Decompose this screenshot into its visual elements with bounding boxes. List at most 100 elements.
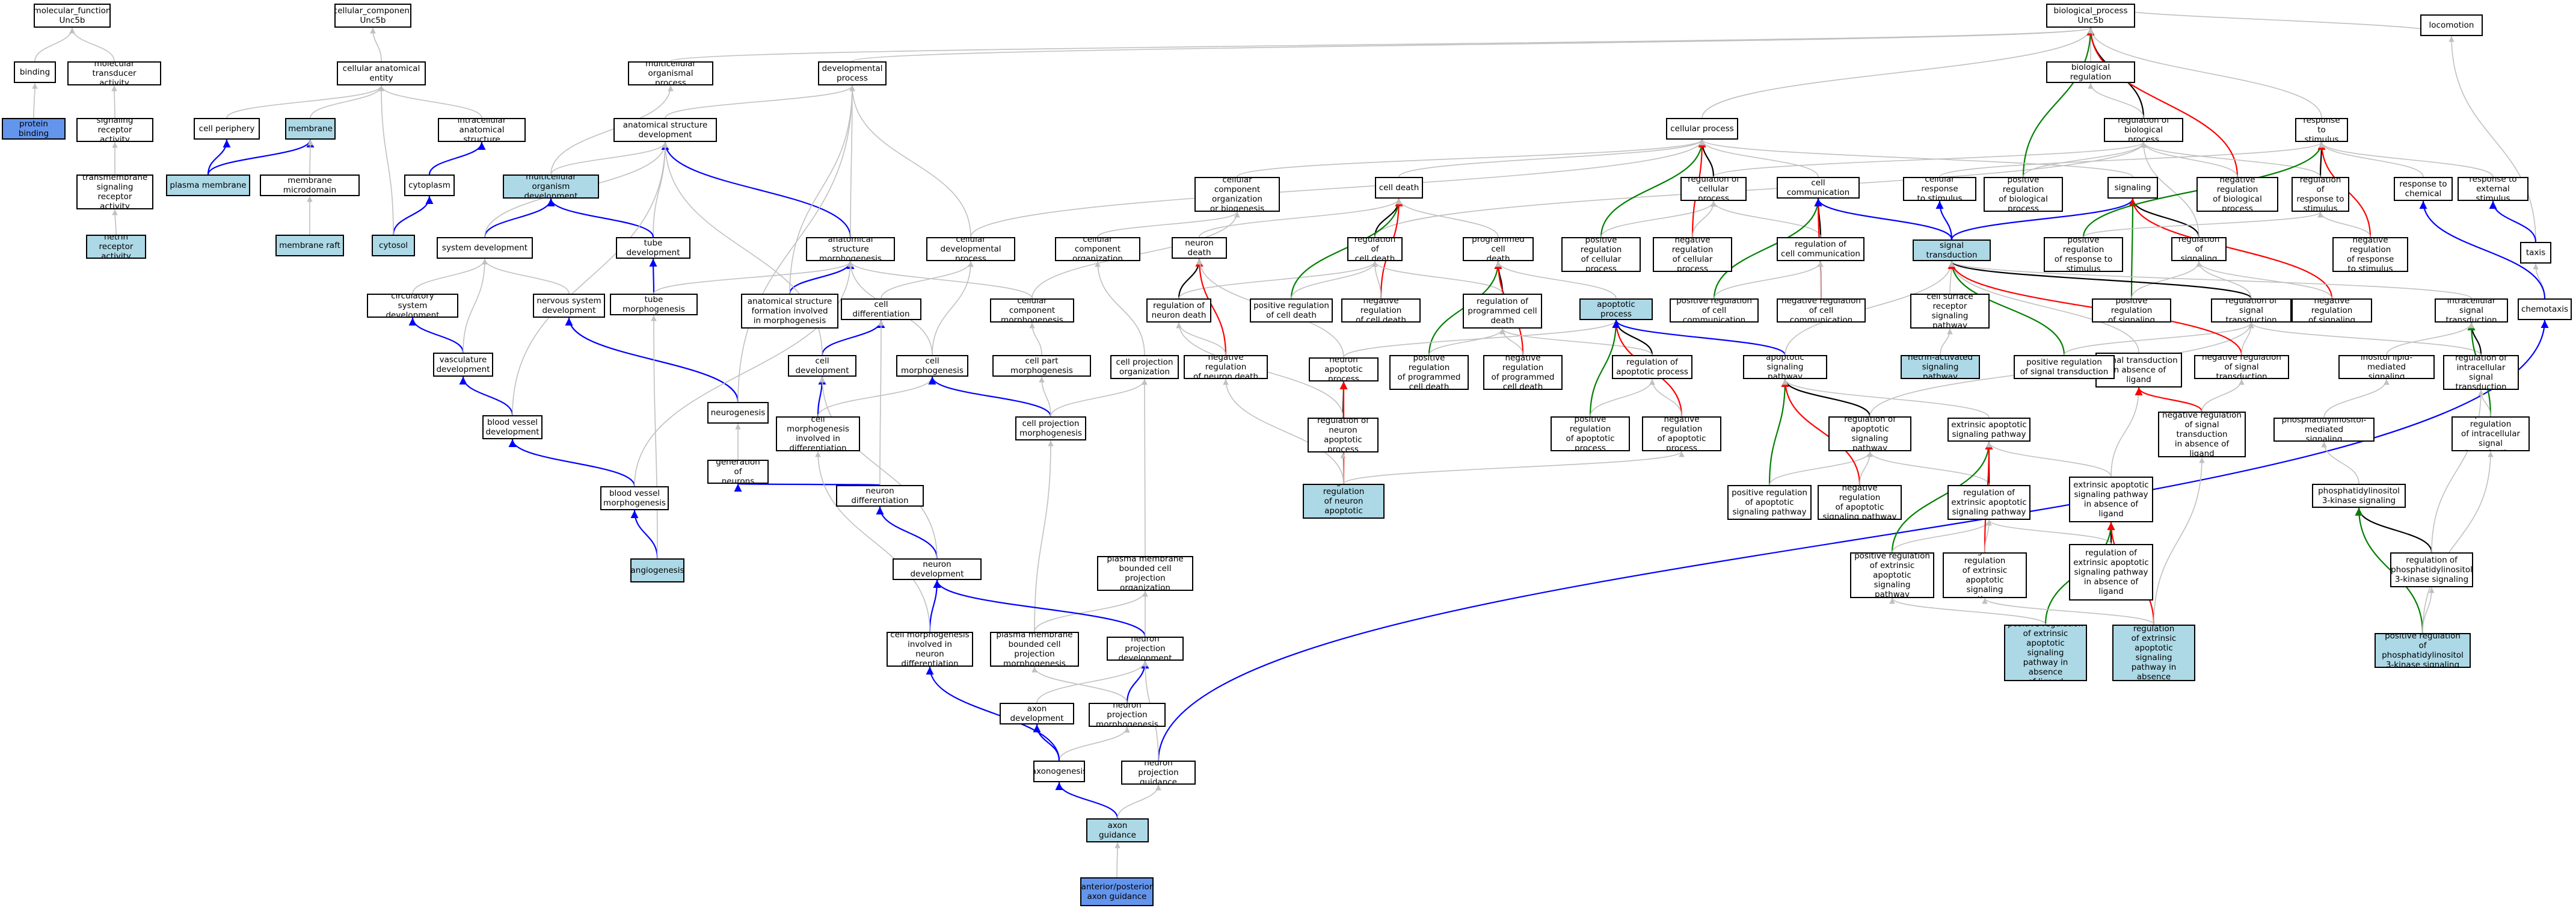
go-term-node[interactable]: negative regulation of cellular process [1653, 237, 1732, 272]
go-term-node[interactable]: tube morphogenesis [610, 294, 698, 315]
go-term-node[interactable]: cellular_component Unc5b [334, 4, 411, 28]
go-term-node[interactable]: netrin receptor activity [86, 235, 146, 259]
go-term-node[interactable]: phosphatidylinositol 3-kinase signaling [2312, 484, 2406, 508]
go-term-node[interactable]: chemotaxis [2518, 298, 2572, 320]
go-term-node[interactable]: anatomical structure development [613, 118, 717, 142]
go-term-node[interactable]: extrinsic apoptotic signaling pathway [1947, 418, 2030, 442]
go-term-node[interactable]: negative regulation of signal transducti… [2158, 412, 2246, 457]
go-term-node[interactable]: positive regulation of signaling [2092, 298, 2171, 323]
go-term-node[interactable]: regulation of signaling [2171, 237, 2227, 261]
go-term-node[interactable]: regulation of neuron apoptotic process [1308, 418, 1379, 452]
go-term-node[interactable]: neuron differentiation [836, 485, 924, 507]
go-term-node[interactable]: neurogenesis [707, 402, 769, 424]
go-term-node[interactable]: positive regulation of cell communicatio… [1670, 298, 1759, 323]
go-term-node[interactable]: anatomical structure formation involved … [741, 294, 838, 329]
go-term-node[interactable]: nervous system development [533, 294, 605, 318]
go-term-node[interactable]: tube development [616, 237, 690, 259]
go-term-node[interactable]: negative regulation of signal transducti… [2194, 355, 2289, 379]
go-term-node[interactable]: molecular transducer activity [67, 61, 161, 85]
go-term-node[interactable]: response to stimulus [2295, 118, 2348, 142]
go-term-node[interactable]: signaling [2107, 177, 2158, 199]
go-term-node[interactable]: multicellular organismal process [628, 61, 713, 85]
go-term-node[interactable]: cellular component morphogenesis [990, 298, 1074, 323]
go-term-node[interactable]: apoptotic signaling pathway [1743, 355, 1827, 379]
go-term-node[interactable]: negative regulation of cell death [1341, 298, 1421, 323]
go-term-node[interactable]: regulation of apoptotic process [1612, 355, 1692, 379]
go-term-node[interactable]: blood vessel morphogenesis [600, 486, 669, 510]
go-term-node[interactable]: positive regulation of extrinsic apoptot… [1850, 552, 1934, 598]
go-term-node[interactable]: negative regulation of cell communicatio… [1777, 298, 1866, 323]
go-term-node[interactable]: neuron death [1172, 237, 1227, 259]
go-term-node[interactable]: negative regulation of extrinsic apoptot… [2112, 625, 2195, 681]
go-term-node[interactable]: axon development [1000, 703, 1074, 724]
go-term-node[interactable]: regulation of extrinsic apoptotic signal… [1947, 485, 2030, 520]
go-term-node[interactable]: neuron projection development [1107, 637, 1184, 661]
go-term-node[interactable]: regulation of phosphatidylinositol 3-kin… [2390, 552, 2473, 587]
go-term-node[interactable]: response to external stimulus [2458, 177, 2528, 201]
go-term-node[interactable]: plasma membrane bounded cell projection … [1097, 556, 1193, 591]
go-term-node[interactable]: positive regulation of apoptotic process [1551, 416, 1630, 451]
go-term-node[interactable]: positive regulation of cellular process [1561, 237, 1641, 272]
go-term-node[interactable]: multicellular organism development [503, 174, 599, 199]
go-term-node[interactable]: membrane microdomain [260, 174, 360, 196]
go-term-node[interactable]: cellular process [1666, 118, 1738, 140]
go-term-node[interactable]: positive regulation of phosphatidylinosi… [2375, 633, 2471, 668]
go-term-node[interactable]: binding [14, 61, 56, 83]
go-term-node[interactable]: cellular anatomical entity [337, 61, 426, 85]
go-term-node[interactable]: regulation of cell death [1347, 237, 1403, 261]
go-term-node[interactable]: blood vessel development [482, 415, 543, 439]
go-term-node[interactable]: biological regulation [2046, 61, 2135, 83]
go-term-node[interactable]: cell morphogenesis involved in different… [776, 416, 860, 451]
go-term-node[interactable]: cellular developmental process [926, 237, 1015, 261]
go-term-node[interactable]: negative regulation of extrinsic apoptot… [1943, 552, 2027, 598]
go-term-node[interactable]: regulation of signal transduction [2211, 298, 2292, 323]
go-term-node[interactable]: regulation of cellular process [1680, 177, 1747, 201]
go-term-node[interactable]: regulation of extrinsic apoptotic signal… [2069, 544, 2153, 601]
go-term-node[interactable]: regulation of intracellular signal trans… [2443, 355, 2519, 390]
go-term-node[interactable]: regulation of programmed cell death [1463, 294, 1542, 329]
go-term-node[interactable]: biological_process Unc5b [2046, 4, 2135, 28]
go-term-node[interactable]: plasma membrane bounded cell projection … [990, 632, 1079, 667]
go-term-node[interactable]: positive regulation of programmed cell d… [1389, 355, 1469, 390]
go-term-node[interactable]: negative regulation of apoptotic process [1642, 416, 1721, 451]
go-term-node[interactable]: neuron apoptotic process [1309, 357, 1379, 381]
go-term-node[interactable]: programmed cell death [1463, 237, 1534, 261]
go-term-node[interactable]: positive regulation of cell death [1250, 298, 1333, 323]
go-term-node[interactable]: axonogenesis [1033, 761, 1085, 782]
go-term-node[interactable]: extrinsic apoptotic signaling pathway in… [2069, 477, 2153, 522]
go-term-node[interactable]: signaling receptor activity [76, 118, 153, 142]
go-term-node[interactable]: negative regulation of biological proces… [2196, 177, 2278, 212]
go-term-node[interactable]: positive regulation of intracellular sig… [2452, 416, 2530, 451]
go-term-node[interactable]: negative regulation of response to stimu… [2332, 237, 2408, 272]
go-term-node[interactable]: protein binding [2, 118, 66, 140]
go-term-node[interactable]: regulation of biological process [2104, 118, 2183, 142]
go-term-node[interactable]: response to chemical [2394, 177, 2453, 201]
go-term-node[interactable]: netrin-activated signaling pathway [1901, 355, 1980, 379]
go-term-node[interactable]: positive regulation of response to stimu… [2044, 237, 2123, 272]
go-term-node[interactable]: negative regulation of programmed cell d… [1483, 355, 1563, 390]
go-term-node[interactable]: cell death [1375, 177, 1423, 199]
go-term-node[interactable]: phosphatidylinositol-mediated signaling [2273, 418, 2375, 442]
go-term-node[interactable]: circulatory system development [367, 294, 458, 318]
go-term-node[interactable]: cell differentiation [841, 298, 921, 320]
go-term-node[interactable]: negative regulation of neuron apoptotic … [1303, 484, 1385, 519]
go-term-node[interactable]: cellular component organization [1055, 237, 1140, 261]
go-term-node[interactable]: angiogenesis [630, 558, 684, 582]
go-term-node[interactable]: cell part morphogenesis [992, 355, 1091, 377]
go-term-node[interactable]: cell periphery [194, 118, 260, 140]
go-term-node[interactable]: positive regulation of signal transducti… [2014, 355, 2115, 379]
go-term-node[interactable]: cytosol [372, 235, 415, 256]
go-term-node[interactable]: apoptotic process [1579, 298, 1653, 320]
go-term-node[interactable]: vasculature development [433, 353, 493, 377]
go-term-node[interactable]: cell morphogenesis involved in neuron di… [887, 632, 973, 667]
go-term-node[interactable]: cell projection morphogenesis [1015, 416, 1086, 440]
go-term-node[interactable]: cytoplasm [404, 174, 455, 196]
go-term-node[interactable]: neuron projection morphogenesis [1089, 703, 1166, 727]
go-term-node[interactable]: regulation of cell communication [1777, 237, 1864, 261]
go-term-node[interactable]: cell development [788, 355, 856, 377]
go-term-node[interactable]: generation of neurons [707, 460, 769, 484]
go-term-node[interactable]: transmembrane signaling receptor activit… [76, 174, 153, 209]
go-term-node[interactable]: intracellular signal transduction [2435, 298, 2508, 323]
go-term-node[interactable]: axon guidance [1086, 818, 1149, 842]
go-term-node[interactable]: signal transduction [1913, 239, 1991, 261]
